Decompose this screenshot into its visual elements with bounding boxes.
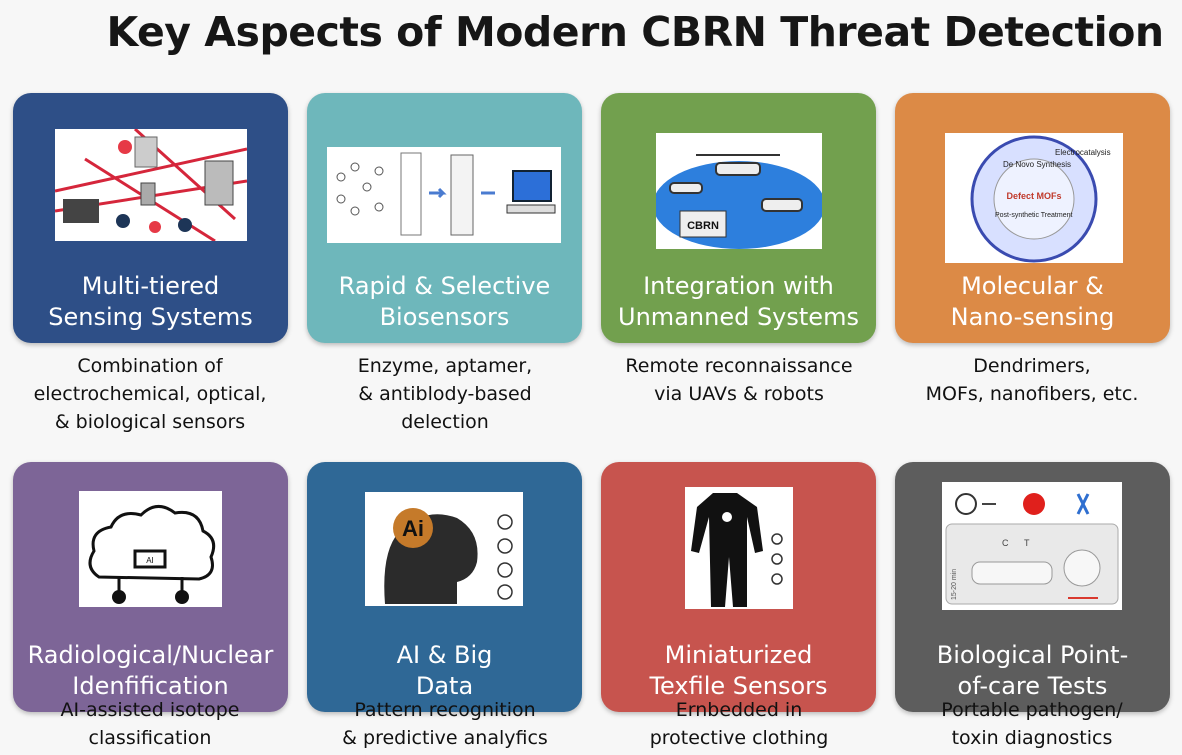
card-description: Pattern recognition & predictive analyfi… (342, 699, 548, 749)
page-title: Key Aspects of Modern CBRN Threat Detect… (106, 8, 1164, 56)
biosensor-flow-icon (327, 147, 561, 243)
card-description: Combination of electrochemical, optical,… (33, 355, 267, 433)
cbrn-device-label: CBRN (687, 220, 719, 232)
card-radiological-identification: AI Radiological/Nuclear Idenfification (13, 462, 288, 712)
card-description: Remote reconnaissance via UAVs & robots (625, 355, 853, 405)
card-title: Multi-tiered Sensing Systems (48, 272, 253, 331)
card-unmanned-systems: CBRN Integration with Unmanned Systems (601, 93, 876, 343)
drone-icon: CBRN (656, 133, 822, 249)
card-title: Rapid & Selective Biosensors (338, 272, 551, 331)
strip-time-label: 15-20 min (951, 569, 958, 600)
ai-cloud-icon: AI (79, 491, 222, 607)
mof-ring-label: De Novo Synthesis (1003, 160, 1071, 169)
test-strip-icon: C T 15-20 min (942, 482, 1122, 610)
card-ai-big-data: Ai AI & Big Data (307, 462, 582, 712)
card-title: Molecular & Nano-sensing (950, 272, 1115, 331)
mof-center-label: Defect MOFs (1006, 191, 1061, 201)
card-description: Portable pathogen/ toxin diagnostics (941, 699, 1123, 749)
card-point-of-care-tests: C T 15-20 min Biological Point- of-care … (895, 462, 1170, 712)
card-rapid-biosensors: Rapid & Selective Biosensors (307, 93, 582, 343)
ai-chip-label: AI (146, 556, 154, 565)
ai-head-label: Ai (402, 516, 424, 541)
card-nano-sensing: Electrocatalysis De Novo Synthesis Defec… (895, 93, 1170, 343)
mof-ring-label: Electrocatalysis (1055, 148, 1111, 157)
strip-c-label: C (1002, 538, 1009, 548)
card-description: AI-assisted isotope classification (60, 699, 240, 749)
card-description: Enzyme, aptamer, & antiblody-based delec… (357, 355, 533, 433)
card-title: Integration with Unmanned Systems (618, 272, 859, 331)
mof-ring-label: Post-synthetic Treatment (995, 212, 1072, 219)
card-title: AI & Big Data (396, 641, 493, 700)
card-title: Radiological/Nuclear Idenfification (27, 641, 274, 700)
card-textile-sensors: Miniaturized Texfile Sensors (601, 462, 876, 712)
protective-suit-icon (685, 487, 793, 609)
mof-wheel-icon: Electrocatalysis De Novo Synthesis Defec… (945, 133, 1123, 263)
ai-head-icon: Ai (365, 492, 523, 606)
sensor-network-icon (55, 129, 247, 241)
strip-t-label: T (1024, 538, 1030, 548)
card-title: Miniaturized Texfile Sensors (649, 641, 828, 700)
card-multi-tiered-sensing: Multi-tiered Sensing Systems (13, 93, 288, 343)
card-title: Biological Point- of-care Tests (936, 641, 1129, 700)
card-description: Dendrimers, MOFs, nanofibers, etc. (925, 355, 1139, 405)
card-description: Ernbedded in protective clothing (649, 699, 829, 749)
